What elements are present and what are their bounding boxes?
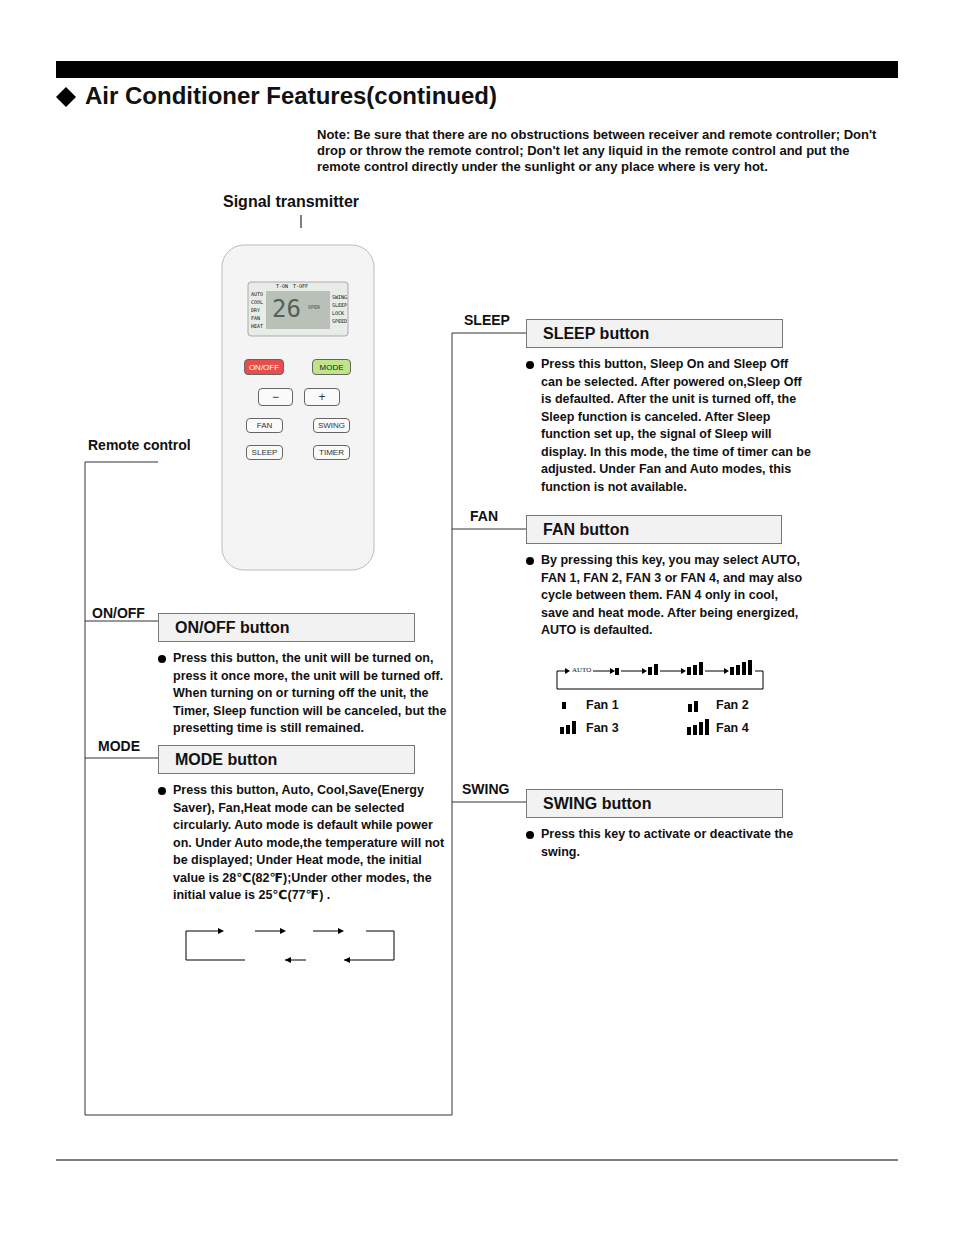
button-text: ON/OFF bbox=[249, 363, 279, 372]
legend-text: Fan 4 bbox=[716, 721, 749, 735]
description-text: Press this key to activate or deactivate… bbox=[541, 827, 793, 859]
feature-description: By pressing this key, you may select AUT… bbox=[526, 552, 809, 640]
display-label: SLEEP bbox=[332, 302, 347, 308]
feature-heading: MODE button bbox=[158, 745, 415, 774]
title-bar bbox=[56, 61, 898, 78]
remote-button: MODE bbox=[312, 359, 351, 375]
mode-arrowheads bbox=[218, 928, 350, 963]
button-text: + bbox=[318, 390, 325, 404]
button-text: SLEEP bbox=[252, 448, 278, 457]
leader-line bbox=[301, 215, 302, 228]
legend-text: Fan 3 bbox=[586, 721, 619, 735]
callout-label: Signal transmitter bbox=[223, 192, 359, 212]
feature-box: SLEEP buttonPress this button, Sleep On … bbox=[526, 319, 811, 496]
bullet-dot bbox=[158, 787, 166, 795]
display-label: T-OFF bbox=[293, 283, 308, 289]
feature-box: MODE buttonPress this button, Auto, Cool… bbox=[158, 745, 453, 905]
remote-button: FAN bbox=[246, 418, 283, 433]
page-title: Air Conditioner Features(continued) bbox=[85, 82, 497, 110]
feature-description: Press this button, the unit will be turn… bbox=[158, 650, 460, 738]
fan-level-icons bbox=[560, 660, 752, 735]
bullet-dot bbox=[526, 361, 534, 369]
title-diamond bbox=[56, 87, 76, 107]
callout-label: MODE bbox=[98, 738, 140, 755]
button-text: MODE bbox=[320, 363, 344, 372]
bullet-dot bbox=[526, 557, 534, 565]
remote-button: SLEEP bbox=[246, 445, 283, 460]
legend-text: Fan 2 bbox=[716, 698, 749, 712]
callout-label: ON/OFF bbox=[92, 605, 145, 622]
remote-button: TIMER bbox=[313, 445, 350, 460]
description-text: Press this button, Sleep On and Sleep Of… bbox=[541, 357, 811, 494]
callout-label: SWING bbox=[462, 781, 509, 798]
lcd-screen bbox=[266, 291, 330, 329]
feature-description: Press this key to activate or deactivate… bbox=[526, 826, 798, 861]
feature-box: ON/OFF buttonPress this button, the unit… bbox=[158, 613, 460, 738]
button-text: SWING bbox=[318, 421, 345, 430]
display-label: SWING bbox=[332, 294, 347, 300]
lcd-frame bbox=[248, 282, 348, 336]
display-label: DRY bbox=[251, 307, 260, 313]
feature-heading: ON/OFF button bbox=[158, 613, 415, 642]
description-text: Press this button, the unit will be turn… bbox=[173, 651, 446, 735]
display-label: 26 bbox=[272, 295, 301, 323]
remote-button: − bbox=[258, 388, 293, 406]
bullet-dot bbox=[158, 655, 166, 663]
callout-label: SLEEP bbox=[464, 312, 510, 329]
display-label: OPER bbox=[308, 304, 320, 310]
callout-label: FAN bbox=[470, 508, 498, 525]
button-text: FAN bbox=[257, 421, 273, 430]
display-label: SPEED bbox=[332, 318, 347, 324]
feature-description: Press this button, Auto, Cool,Save(Energ… bbox=[158, 782, 453, 905]
feature-description: Press this button, Sleep On and Sleep Of… bbox=[526, 356, 811, 496]
feature-heading: SWING button bbox=[526, 789, 783, 818]
bullet-dot bbox=[526, 831, 534, 839]
display-label: COOL bbox=[251, 299, 263, 305]
remote-body bbox=[222, 245, 374, 570]
button-text: TIMER bbox=[319, 448, 344, 457]
display-label: AUTO bbox=[572, 666, 591, 675]
display-label: FAN bbox=[251, 315, 260, 321]
button-text: − bbox=[272, 390, 279, 404]
display-label: AUTO bbox=[251, 291, 263, 297]
note-text: Note: Be sure that there are no obstruct… bbox=[317, 127, 889, 175]
description-text: Press this button, Auto, Cool,Save(Energ… bbox=[173, 783, 444, 902]
remote-button: ON/OFF bbox=[244, 359, 284, 375]
tree-lines bbox=[85, 333, 526, 1115]
remote-button: SWING bbox=[313, 418, 350, 433]
feature-heading: SLEEP button bbox=[526, 319, 783, 348]
mode-cycle bbox=[186, 931, 394, 960]
feature-box: SWING buttonPress this key to activate o… bbox=[526, 789, 798, 861]
remote-button: + bbox=[304, 388, 340, 406]
feature-heading: FAN button bbox=[526, 515, 782, 544]
display-label: LOCK bbox=[332, 310, 344, 316]
display-label: HEAT bbox=[251, 323, 263, 329]
footer-rule bbox=[56, 1160, 898, 1161]
display-label: T-ON bbox=[276, 283, 288, 289]
description-text: By pressing this key, you may select AUT… bbox=[541, 553, 802, 637]
legend-text: Fan 1 bbox=[586, 698, 619, 712]
feature-box: FAN button By pressing this key, you may … bbox=[526, 515, 809, 640]
callout-label: Remote control bbox=[88, 437, 191, 454]
